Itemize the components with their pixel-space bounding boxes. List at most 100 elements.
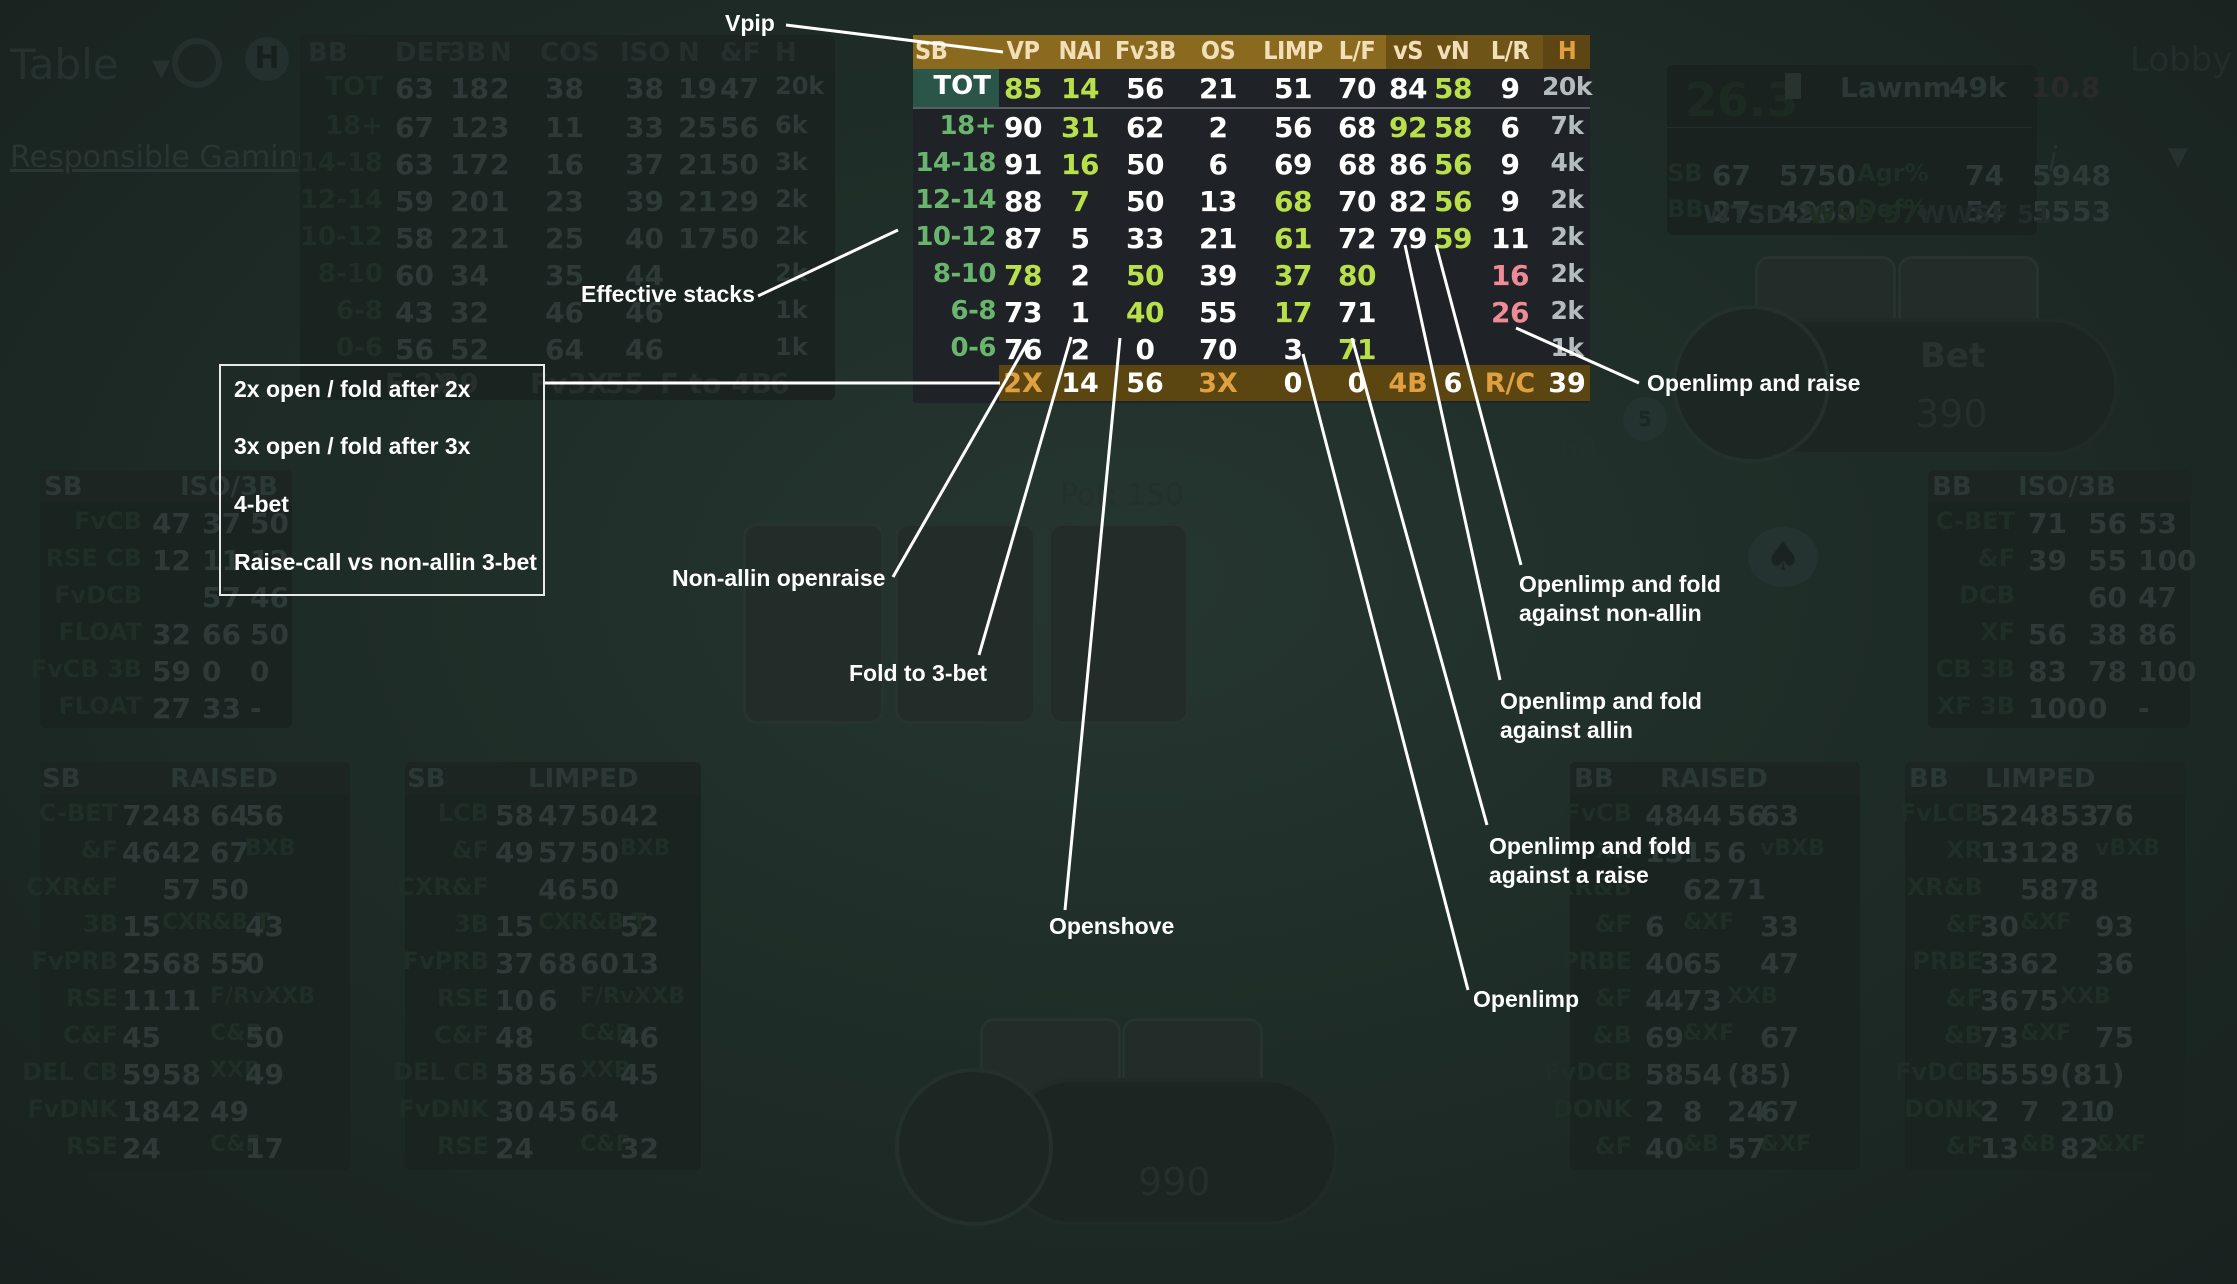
panel-stat-value: 24 <box>1727 1095 1766 1128</box>
panel-stat-value: 33 <box>202 692 241 725</box>
panel-stat-value: 57 <box>1727 1132 1766 1165</box>
panel-stat-value: 50 <box>580 873 619 906</box>
hud-cell-fv3b: 50 <box>1126 148 1164 181</box>
annotation-openshove: Openshove <box>1049 913 1175 939</box>
panel-stat-label: C&F <box>63 1021 118 1049</box>
hud-header-lr: L/R <box>1490 36 1530 65</box>
panel-stat-value: 36 <box>2095 947 2134 980</box>
panel-stat-label: CB 3B <box>1935 655 2015 683</box>
panel-stat-value: C&F <box>210 1132 261 1157</box>
annotation-legend-box: 2x open / fold after 2x 3x open / fold a… <box>219 364 545 596</box>
info-icon[interactable]: i <box>2048 140 2058 180</box>
panel-stat-label: DEL CB <box>22 1058 118 1086</box>
panel-stat-value: 78 <box>2060 873 2099 906</box>
hud-cell-h: 2k <box>1550 259 1584 288</box>
hud-cell-vs: 82 <box>1389 185 1427 218</box>
player-stat-cell: SB <box>1667 159 1703 187</box>
annotation-openlimp-raise: Openlimp and raise <box>1647 370 1861 396</box>
hud-cell-h: 7k <box>1550 111 1584 140</box>
panel-stat-value: 48 <box>2020 799 2059 832</box>
annotation-fold-to-3bet: Fold to 3-bet <box>849 660 987 686</box>
hud-cell-nai: 31 <box>1061 111 1099 144</box>
annotation-openlimp-fold-raise: Openlimp and fold against a raise <box>1489 832 1691 890</box>
hud-cell-limp: 69 <box>1274 148 1312 181</box>
bg-bb-row-label: 12-14 <box>299 185 383 215</box>
panel-stat-value: F/RvXXB <box>210 984 316 1009</box>
hud-cell-fv3b: 0 <box>1135 333 1155 366</box>
bg-bb-cell: 1 <box>490 185 510 218</box>
annotation-openlimp-fold-allin-line1: Openlimp and fold <box>1500 688 1702 714</box>
refresh-icon[interactable] <box>172 38 222 88</box>
chevron-down-icon: ▼ <box>151 53 171 82</box>
hud-cell-lf: 71 <box>1338 296 1376 329</box>
legend-2x: 2x open / fold after 2x <box>234 376 471 402</box>
hud-h-button[interactable]: H <box>245 37 289 81</box>
hud-header-os: OS <box>1200 36 1236 65</box>
annotation-openlimp-fold-raise-line1: Openlimp and fold <box>1489 833 1691 859</box>
panel-stat-value: XXB <box>1727 984 1778 1009</box>
panel-stat-value: (81) <box>2060 1058 2125 1091</box>
panel-stat-value: 67 <box>1760 1021 1799 1054</box>
bg-bb-row-label: 8-10 <box>317 259 383 289</box>
responsible-gaming-link[interactable]: Responsible Gaming <box>10 140 317 175</box>
lobby-button[interactable]: Lobby <box>2130 40 2233 80</box>
bg-bb-header: N <box>678 38 700 68</box>
bg-bb-cell: 25 <box>545 222 584 255</box>
panel-stat-value: 0 <box>2088 692 2108 725</box>
hud-cell-h: 2k <box>1550 296 1584 325</box>
panel-stat-value: 82 <box>2060 1132 2099 1165</box>
player-stat-cell: Agr% <box>1857 159 1929 187</box>
panel-stat-value: 33 <box>1980 947 2019 980</box>
hud-cell-os: 6 <box>1208 148 1228 181</box>
panel-stat-value: 13 <box>620 947 659 980</box>
table-dropdown[interactable]: Table ▼ <box>10 40 170 89</box>
panel-stat-value: 39 <box>2028 544 2067 577</box>
hud-total-label-bg: TOT <box>913 69 999 107</box>
panel-stat-value: C&B <box>580 1021 633 1046</box>
panel-stat-value: 56 <box>1727 799 1766 832</box>
hud-cell-lf: 71 <box>1338 333 1376 366</box>
panel-stat-value: 45 <box>122 1021 161 1054</box>
panel-stat-value: 46 <box>250 581 289 614</box>
panel-stat-value: 44 <box>1645 984 1684 1017</box>
panel-stat-value: 18 <box>122 1095 161 1128</box>
hud-position: SB <box>915 36 948 65</box>
hud-cell-nai: 1 <box>1070 296 1090 329</box>
hud-cell-vn: 58 <box>1434 72 1472 105</box>
annotation-openlimp-fold-allin-line2: against allin <box>1500 717 1633 743</box>
panel-stat-value: 55 <box>210 947 249 980</box>
panel-stat-value: 8 <box>1683 1095 1703 1128</box>
bg-bb-cell: 17 <box>678 222 717 255</box>
panel-stat-value: &B <box>1683 1132 1719 1157</box>
panel-stat-label: XR&B <box>1906 873 1983 901</box>
panel-stat-value: &XF <box>2020 910 2072 935</box>
hud-cell-vs: 92 <box>1389 111 1427 144</box>
hud-row-label: TOT <box>933 71 991 101</box>
annotation-openlimp-fold-allin: Openlimp and fold against allin <box>1500 687 1702 745</box>
panel-stat-value: 13 <box>1645 836 1684 869</box>
hud-cell-lf: 70 <box>1338 72 1376 105</box>
hud-footer-cell: 14 <box>1061 368 1099 399</box>
bg-bb-footer-cell: 29 <box>440 367 479 400</box>
panel-stat-value: 7 <box>2020 1095 2040 1128</box>
panel-stat-value: 46 <box>538 873 577 906</box>
menu-chevron-icon[interactable]: ▼ <box>2168 142 2188 172</box>
panel-stat-value: 49 <box>245 1058 284 1091</box>
hud-cell-nai: 2 <box>1070 259 1090 292</box>
panel-stat-value: 2 <box>1645 1095 1665 1128</box>
panel-stat-value: 54 <box>1683 1058 1722 1091</box>
bg-bb-cell: 47 <box>720 72 759 105</box>
panel-stat-value: 48 <box>1645 799 1684 832</box>
panel-stat-value: 64 <box>210 799 249 832</box>
